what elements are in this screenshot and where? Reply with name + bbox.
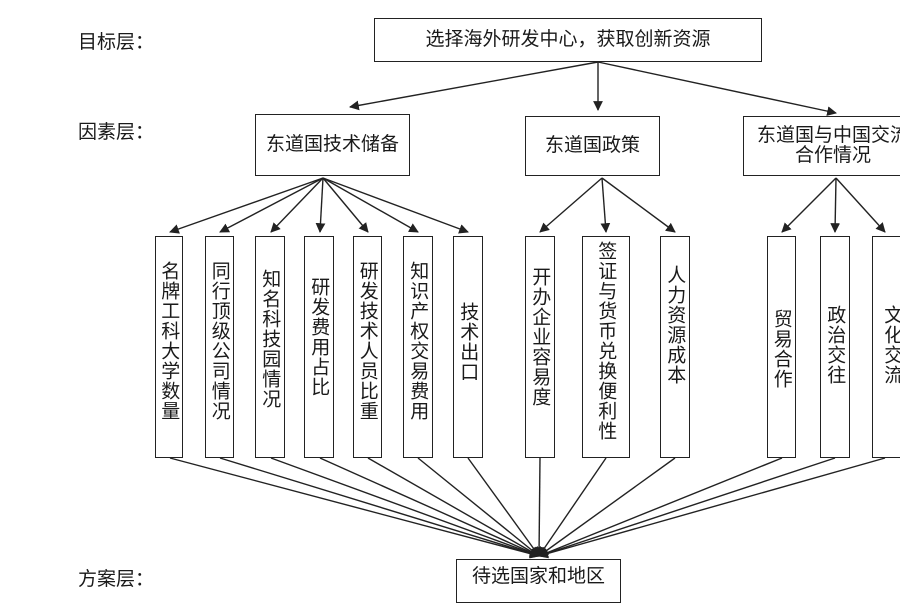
arrow-factor0-to-subfactor6 <box>322 177 469 234</box>
subfactor-engineering-universities: 名牌工科大学数量 <box>155 236 183 458</box>
arrow-factor1-to-subfactor0 <box>539 177 603 233</box>
arrow-subfactor0-to-alternatives <box>169 457 540 559</box>
arrow-factor0-to-subfactor2 <box>270 177 324 233</box>
subfactor-political-exchange: 政治交往 <box>820 236 850 458</box>
arrow-factor0-to-subfactor0 <box>169 177 324 234</box>
arrow-factor0-to-subfactor5 <box>322 177 419 233</box>
subfactor-top-peer-companies: 同行顶级公司情况 <box>205 236 234 458</box>
goal-box: 选择海外研发中心，获取创新资源 <box>374 18 762 62</box>
subfactor-ip-fees: 知识产权交易费用 <box>403 236 433 458</box>
arrow-subfactor3-to-alternatives <box>319 457 540 557</box>
arrow-factor0-to-subfactor3 <box>315 177 326 233</box>
arrow-factor0-to-subfactor4 <box>322 177 369 233</box>
connector-arrows <box>169 61 886 559</box>
arrow-factor2-to-subfactor1 <box>830 177 841 233</box>
arrow-subfactor11-to-alternatives <box>538 457 836 558</box>
alternatives-box: 待选国家和地区 <box>456 559 621 603</box>
arrow-factor1-to-subfactor2 <box>601 177 676 233</box>
subfactor-trade-cooperation: 贸易合作 <box>767 236 796 458</box>
factor-tech-reserve: 东道国技术储备 <box>255 114 410 176</box>
arrow-subfactor8-to-alternatives <box>538 457 607 557</box>
factor-china-cooperation: 东道国与中国交流合作情况 <box>743 116 900 176</box>
factor-level-label: 因素层： <box>78 121 155 143</box>
arrow-subfactor6-to-alternatives <box>467 457 540 557</box>
subfactor-visa-currency: 签证与货币兑换便利性 <box>582 236 630 458</box>
factor-host-policy: 东道国政策 <box>525 116 660 176</box>
arrow-goal-to-china-cooperation <box>597 61 837 116</box>
alternative-level-label: 方案层： <box>78 568 155 590</box>
arrow-subfactor9-to-alternatives <box>538 457 676 557</box>
arrow-subfactor7-to-alternatives <box>534 457 544 557</box>
subfactor-ease-of-business: 开办企业容易度 <box>525 236 555 458</box>
arrow-subfactor12-to-alternatives <box>538 457 886 559</box>
arrow-subfactor4-to-alternatives <box>367 457 540 557</box>
subfactor-labor-cost: 人力资源成本 <box>660 236 690 458</box>
arrow-factor0-to-subfactor1 <box>219 177 324 233</box>
arrow-factor2-to-subfactor2 <box>835 177 886 233</box>
subfactor-rd-staff: 研发技术人员比重 <box>353 236 382 458</box>
arrow-goal-to-tech-reserve <box>349 61 599 111</box>
arrow-factor2-to-subfactor0 <box>781 177 837 233</box>
subfactor-tech-export: 技术出口 <box>453 236 483 458</box>
subfactor-rd-spending: 研发费用占比 <box>304 236 334 458</box>
arrow-subfactor10-to-alternatives <box>538 457 783 558</box>
subfactor-cultural-exchange: 文化交流 <box>872 236 900 458</box>
subfactor-science-parks: 知名科技园情况 <box>255 236 285 458</box>
arrow-subfactor1-to-alternatives <box>219 457 540 559</box>
goal-level-label: 目标层： <box>78 31 155 53</box>
arrow-subfactor5-to-alternatives <box>417 457 540 557</box>
arrow-factor1-to-subfactor1 <box>600 177 611 233</box>
arrow-subfactor2-to-alternatives <box>270 457 540 558</box>
